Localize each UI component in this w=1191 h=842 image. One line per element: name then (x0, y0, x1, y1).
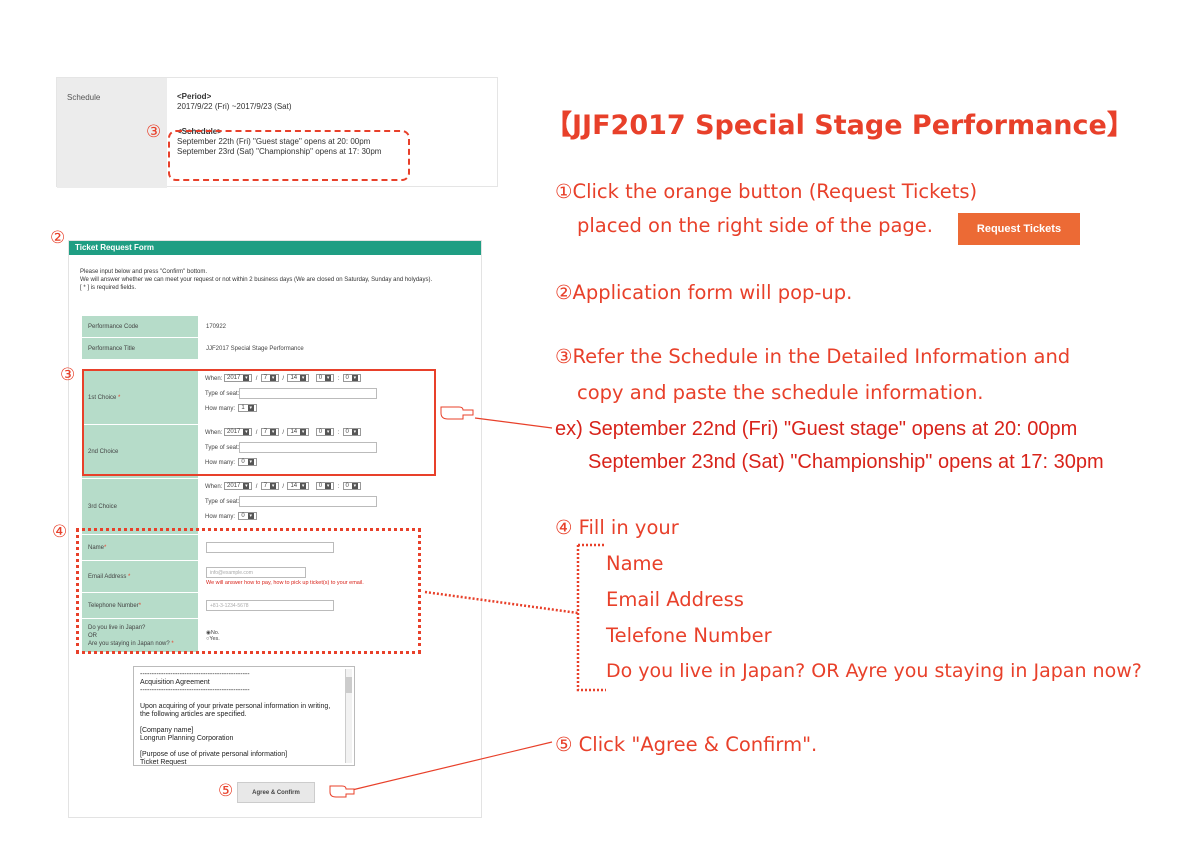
step-4-item-japan: Do you live in Japan? OR Ayre you stayin… (606, 660, 1142, 682)
example-line-1: ex) September 22nd (Fri) "Guest stage" o… (555, 418, 1078, 440)
telephone-input[interactable]: +81-3-1234-5678 (206, 600, 334, 611)
step-1-line-2: placed on the right side of the page. (577, 214, 933, 237)
pointing-hand-icon (329, 785, 355, 798)
ticket-request-form: Ticket Request Form Please input below a… (68, 240, 482, 818)
pointing-hand-icon (440, 406, 474, 420)
intro-line-3: [ * ] is required fields. (80, 285, 137, 291)
agreement-line: ----------------------------------------… (140, 687, 250, 694)
agreement-line: Upon acquiring of your private personal … (140, 703, 331, 718)
minute-select[interactable]: 0 (342, 428, 361, 437)
email-label: Email Address * (82, 561, 198, 592)
performance-code-value: 170922 (206, 323, 227, 330)
step-5: ⑤ Click "Agree & Confirm". (555, 733, 818, 756)
schedule-line-2: September 23rd (Sat) "Championship" open… (177, 147, 382, 156)
agreement-line: [Company name] (140, 727, 194, 734)
agreement-line: Acquisition Agreement (140, 679, 210, 686)
marker-5: ⑤ (218, 781, 234, 801)
year-select[interactable]: 2017 (224, 428, 253, 437)
choice-controls-1: When: 2017 / 7 / 14 0 : 0Type of seat:Ho… (205, 372, 378, 417)
agreement-scrollbar[interactable] (345, 669, 352, 763)
step-4-item-email: Email Address (606, 588, 744, 611)
form-header: Ticket Request Form (69, 241, 481, 255)
count-select[interactable]: 0 (238, 458, 257, 467)
seat-input[interactable] (239, 441, 378, 453)
intro-line-2: We will answer whether we can meet your … (80, 277, 433, 283)
month-select[interactable]: 7 (260, 428, 280, 437)
telephone-row: Telephone Number* +81-3-1234-5678 (82, 593, 394, 619)
month-select[interactable]: 7 (260, 374, 280, 383)
marker-2: ② (50, 228, 66, 248)
choice-row-1: 1st Choice * (82, 371, 394, 425)
choice-controls-2: When: 2017 / 7 / 14 0 : 0Type of seat:Ho… (205, 426, 378, 471)
agreement-line: Longrun Planning Corporation (140, 735, 234, 742)
step-2: ②Application form will pop-up. (555, 281, 853, 304)
choice-label: 1st Choice * (82, 371, 198, 424)
radio-no[interactable]: ◉No. (206, 629, 220, 636)
agreement-textarea[interactable]: ----------------------------------------… (133, 666, 355, 766)
schedule-highlight (168, 130, 410, 181)
japan-label: Do you live in Japan? OR Are you staying… (82, 619, 198, 652)
schedule-line-1: September 22th (Fri) "Guest stage" opens… (177, 137, 371, 146)
page-title: 【JJF2017 Special Stage Performance】 (545, 110, 1134, 141)
month-select[interactable]: 7 (260, 482, 280, 491)
agreement-line: Ticket Request (140, 759, 187, 766)
step-1-line-1: ①Click the orange button (Request Ticket… (555, 180, 978, 203)
telephone-label: Telephone Number* (82, 593, 198, 618)
personal-info-highlight (76, 528, 421, 654)
intro-line-1: Please input below and press "Confirm" b… (80, 269, 207, 275)
step-4-item-telephone: Telefone Number (606, 624, 772, 647)
year-select[interactable]: 2017 (224, 482, 253, 491)
marker-3-form: ③ (60, 365, 76, 385)
japan-row: Do you live in Japan? OR Are you staying… (82, 619, 394, 653)
hour-select[interactable]: 0 (315, 428, 335, 437)
marker-4: ④ (52, 522, 68, 542)
step-3-line-2: copy and paste the schedule information. (577, 381, 984, 404)
day-select[interactable]: 14 (287, 374, 310, 383)
performance-title-value: JJF2017 Special Stage Performance (206, 345, 304, 352)
form-intro: Please input below and press "Confirm" b… (80, 268, 470, 292)
count-select[interactable]: 0 (238, 512, 257, 521)
radio-yes[interactable]: ○Yes. (206, 635, 220, 642)
name-label: Name* (82, 535, 198, 560)
choice-label: 2nd Choice (82, 425, 198, 478)
choice-row-2: 2nd Choice (82, 425, 394, 479)
hour-select[interactable]: 0 (315, 374, 335, 383)
email-note: We will answer how to pay, how to pick u… (206, 580, 364, 586)
count-select[interactable]: 1 (238, 404, 257, 413)
period-heading: <Period> (177, 92, 212, 101)
performance-code-label: Performance Code (82, 316, 198, 337)
day-select[interactable]: 14 (287, 428, 310, 437)
example-line-2: September 23nd (Sat) "Championship" open… (588, 451, 1104, 473)
period-value: 2017/9/22 (Fri) ~2017/9/23 (Sat) (177, 102, 292, 111)
agree-confirm-button[interactable]: Agree & Confirm (237, 782, 315, 803)
email-input[interactable]: info@example.com (206, 567, 306, 578)
agreement-line: [Purpose of use of private personal info… (140, 751, 288, 758)
name-input[interactable] (206, 542, 334, 553)
minute-select[interactable]: 0 (342, 482, 361, 491)
choice-label: 3rd Choice (82, 479, 198, 534)
step-3-line-1: ③Refer the Schedule in the Detailed Info… (555, 345, 1071, 368)
schedule-label: Schedule (57, 78, 167, 188)
hour-select[interactable]: 0 (315, 482, 335, 491)
performance-code-row: Performance Code 170922 (82, 316, 394, 338)
step-4-item-name: Name (606, 552, 664, 575)
year-select[interactable]: 2017 (224, 374, 253, 383)
seat-input[interactable] (239, 495, 378, 507)
request-tickets-button[interactable]: Request Tickets (958, 213, 1080, 245)
day-select[interactable]: 14 (287, 482, 310, 491)
email-row: Email Address * info@example.com We will… (82, 561, 394, 593)
choice-row-3: 3rd Choice (82, 479, 394, 535)
step-4-title: ④ Fill in your (555, 516, 679, 539)
seat-input[interactable] (239, 387, 378, 399)
marker-3-top: ③ (146, 122, 162, 142)
agreement-line: ----------------------------------------… (140, 671, 250, 678)
choices-highlight (82, 369, 436, 476)
choice-controls-3: When: 2017 / 7 / 14 0 : 0Type of seat:Ho… (205, 480, 378, 525)
minute-select[interactable]: 0 (342, 374, 361, 383)
performance-title-label: Performance Title (82, 338, 198, 359)
name-row: Name* (82, 535, 394, 561)
performance-title-row: Performance Title JJF2017 Special Stage … (82, 338, 394, 360)
